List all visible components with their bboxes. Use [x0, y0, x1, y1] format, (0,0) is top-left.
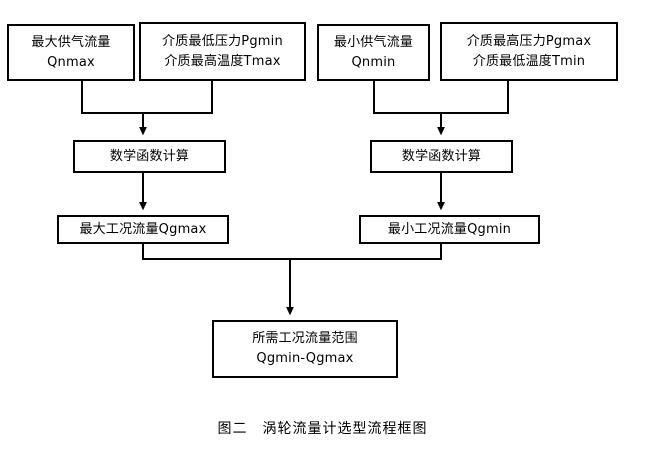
- node-required-flow-range-line1: 所需工况流量范围: [252, 331, 358, 347]
- edge-right-merge-bar: [373, 81, 509, 114]
- edge-bottom-merge-bar: [142, 244, 442, 260]
- node-math-calc-right-label: 数学函数计算: [401, 148, 482, 164]
- node-max-pressure-min-temp-line2: 介质最低温度Tmin: [472, 53, 586, 69]
- node-math-calc-left-label: 数学函数计算: [109, 148, 190, 164]
- figure-caption: 图二 涡轮流量计选型流程框图: [217, 421, 428, 437]
- node-min-working-flow: 最小工况流量Qgmin: [359, 215, 540, 244]
- node-min-pressure-max-temp-line1: 介质最低压力Pgmin: [162, 33, 283, 49]
- node-max-supply-flow: 最大供气流量 Qnmax: [7, 24, 135, 81]
- node-min-pressure-max-temp: 介质最低压力Pgmin 介质最高温度Tmax: [139, 22, 306, 81]
- node-min-supply-flow-line2: Qnmin: [351, 54, 396, 70]
- node-min-pressure-max-temp-line2: 介质最高温度Tmax: [164, 53, 281, 69]
- node-min-supply-flow: 最小供气流量 Qnmin: [317, 24, 430, 81]
- node-max-working-flow: 最大工况流量Qgmax: [57, 215, 229, 244]
- node-min-working-flow-label: 最小工况流量Qgmin: [387, 221, 512, 237]
- node-max-supply-flow-line1: 最大供气流量: [31, 34, 111, 50]
- node-math-calc-right: 数学函数计算: [370, 140, 513, 173]
- node-required-flow-range-line2: Qgmin-Qgmax: [256, 351, 354, 366]
- node-max-pressure-min-temp: 介质最高压力Pgmax 介质最低温度Tmin: [440, 22, 618, 81]
- node-min-supply-flow-line1: 最小供气流量: [333, 34, 414, 50]
- node-math-calc-left: 数学函数计算: [73, 140, 226, 173]
- node-max-working-flow-label: 最大工况流量Qgmax: [79, 221, 207, 237]
- edge-left-merge-bar: [81, 81, 213, 114]
- node-required-flow-range: 所需工况流量范围 Qgmin-Qgmax: [212, 320, 398, 378]
- node-max-pressure-min-temp-line1: 介质最高压力Pgmax: [466, 33, 592, 49]
- node-max-supply-flow-line2: Qnmax: [47, 54, 95, 70]
